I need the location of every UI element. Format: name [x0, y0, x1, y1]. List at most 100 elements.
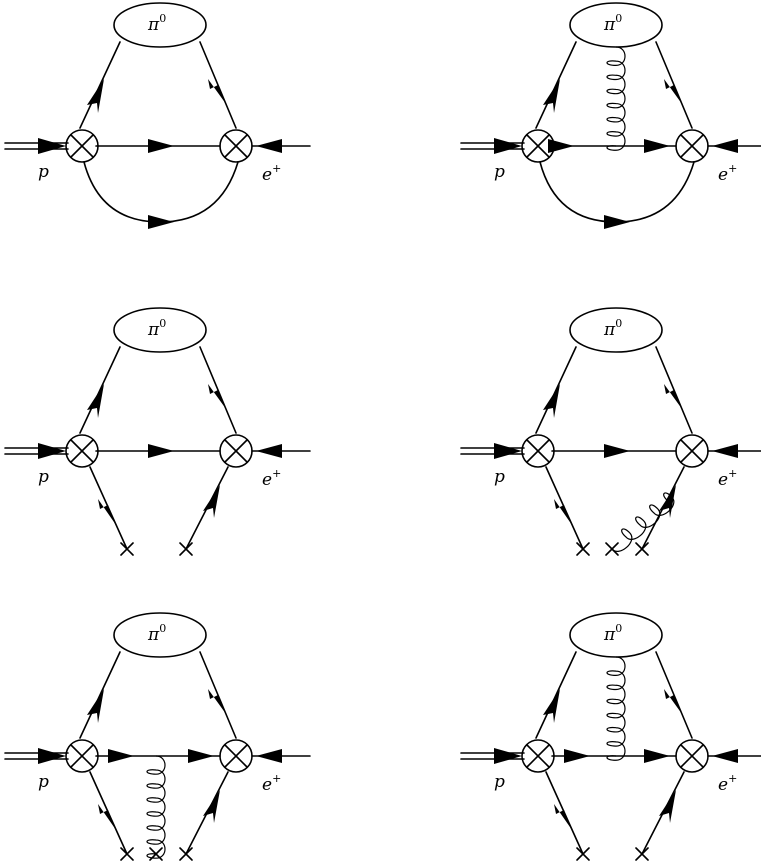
pion-blob [569, 612, 663, 658]
quark-line-left [535, 346, 577, 434]
vertex-left [521, 434, 555, 468]
pion-label: π0 [147, 317, 166, 340]
pion-blob [113, 612, 207, 658]
quark-arrow-middle-right [188, 749, 214, 763]
positron-label: e+ [718, 162, 737, 185]
diagram-3: π0 p e+ [4, 307, 311, 556]
quark-arrow-bottom [604, 215, 630, 229]
pion-label: π0 [603, 12, 622, 35]
quark-arrow-down-right [203, 485, 220, 518]
vertex-left [521, 739, 555, 773]
quark-arrow-middle-left [108, 749, 134, 763]
quark-arrow-down-right [203, 790, 220, 823]
proton-arrow [38, 443, 66, 459]
proton-arrow [494, 748, 522, 764]
quark-arrow-middle-left [548, 139, 574, 153]
positron-label: e+ [718, 772, 737, 795]
pion-label: π0 [603, 317, 622, 340]
condensate-cross-right [635, 542, 649, 556]
condensate-cross-middle [605, 542, 619, 556]
quark-loop-bottom [539, 161, 695, 223]
pion-blob [113, 307, 207, 353]
positron-label: e+ [718, 467, 737, 490]
quark-arrow-left [543, 384, 560, 418]
quark-arrow-down-right [659, 790, 676, 823]
condensate-cross-right [179, 542, 193, 556]
vertex-right [675, 739, 709, 773]
quark-arrow-left [543, 79, 560, 113]
pion-label: π0 [603, 622, 622, 645]
vertex-right [675, 434, 709, 468]
vertex-left [65, 129, 99, 163]
condensate-cross-right [635, 847, 649, 861]
vertex-right [219, 434, 253, 468]
condensate-cross-left [576, 847, 590, 861]
positron-label: e+ [262, 772, 281, 795]
quark-line-left [79, 651, 121, 739]
quark-line-left [535, 651, 577, 739]
quark-arrow-right [208, 79, 226, 104]
quark-arrow-left [87, 79, 104, 113]
quark-line-left [79, 346, 121, 434]
quark-arrow-down-left [98, 804, 116, 830]
diagram-2: π0 p e+ [460, 2, 761, 229]
positron-arrow [712, 749, 738, 763]
quark-arrow-middle [604, 444, 630, 458]
gluon [146, 755, 166, 859]
vertex-left [65, 739, 99, 773]
diagram-6: π0 p e+ [460, 612, 761, 861]
quark-arrow-middle-left [564, 749, 590, 763]
proton-label: p [494, 467, 505, 487]
condensate-cross-right [179, 847, 193, 861]
quark-arrow-right [664, 384, 682, 409]
proton-label: p [494, 772, 505, 792]
vertex-right [675, 129, 709, 163]
quark-arrow-bottom [148, 215, 174, 229]
positron-label: e+ [262, 467, 281, 490]
quark-arrow-left [87, 689, 104, 723]
vertex-right [219, 739, 253, 773]
pion-label: π0 [147, 12, 166, 35]
vertex-left [65, 434, 99, 468]
condensate-cross-left [120, 847, 134, 861]
diagram-5: π0 p e+ [4, 612, 311, 861]
pion-label: π0 [147, 622, 166, 645]
positron-arrow [256, 444, 282, 458]
condensate-cross-middle [149, 847, 163, 861]
pion-blob [569, 2, 663, 48]
positron-arrow [712, 444, 738, 458]
positron-label: e+ [262, 162, 281, 185]
quark-arrow-right [664, 79, 682, 104]
quark-arrow-left [543, 689, 560, 723]
proton-arrow [38, 138, 66, 154]
quark-arrow-middle-right [644, 749, 670, 763]
proton-arrow [38, 748, 66, 764]
quark-arrow-left [87, 384, 104, 418]
vertex-right [219, 129, 253, 163]
proton-label: p [38, 467, 49, 487]
quark-line-left [79, 41, 121, 129]
quark-arrow-down-right [659, 485, 676, 518]
condensate-cross-left [120, 542, 134, 556]
vertex-left [521, 129, 555, 163]
quark-arrow-down-left [554, 804, 572, 830]
quark-arrow-middle [148, 444, 174, 458]
quark-arrow-right [208, 689, 226, 714]
quark-arrow-right [208, 384, 226, 409]
diagram-4: π0 p e+ [460, 307, 761, 556]
quark-loop-bottom [83, 161, 239, 223]
quark-arrow-right [664, 689, 682, 714]
proton-label: p [494, 162, 505, 182]
gluon [606, 46, 626, 151]
gluon [611, 492, 675, 552]
positron-arrow [712, 139, 738, 153]
quark-arrow-down-left [98, 499, 116, 525]
proton-label: p [38, 772, 49, 792]
quark-arrow-down-left [554, 499, 572, 525]
quark-line-left [535, 41, 577, 129]
quark-arrow-middle-right [644, 139, 670, 153]
positron-arrow [256, 749, 282, 763]
proton-label: p [38, 162, 49, 182]
